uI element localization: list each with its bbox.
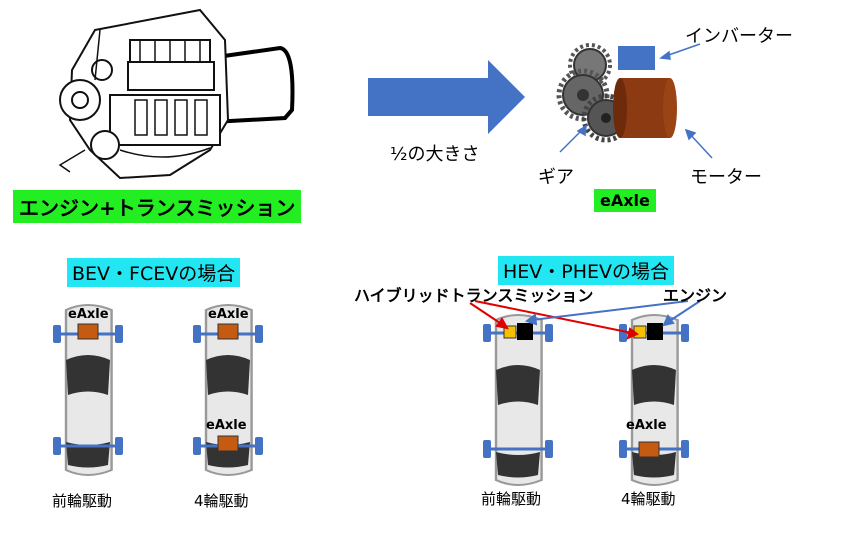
hev-car-front — [483, 314, 553, 486]
bev-car2-caption: 4輪駆動 — [194, 492, 249, 510]
motor-illustration — [613, 78, 677, 138]
hev-section-title: HEV・PHEVの場合 — [498, 256, 675, 285]
bev-car1-caption: 前輪駆動 — [52, 492, 113, 510]
eaxle-label: eAxle — [594, 189, 656, 212]
hev-engine-label: エンジン — [663, 286, 728, 305]
bev-car2-front-unit: eAxle — [208, 307, 249, 322]
hev-car-4wd — [619, 314, 689, 486]
hev-car2-caption: 4輪駆動 — [621, 490, 676, 508]
size-text: ½の大きさ — [390, 144, 480, 165]
motor-label: モーター — [690, 167, 762, 188]
hev-car1-caption: 前輪駆動 — [481, 490, 542, 508]
engine-label: エンジン+トランスミッション — [13, 190, 302, 223]
big-arrow — [368, 60, 525, 134]
gear-label: ギア — [538, 167, 574, 188]
inverter-box — [618, 46, 655, 70]
bev-section-title: BEV・FCEVの場合 — [67, 258, 241, 287]
bev-car2-rear-unit: eAxle — [206, 418, 247, 433]
bev-car1-front-unit: eAxle — [68, 307, 109, 322]
bev-car-front — [53, 304, 123, 476]
inverter-label: インバーター — [685, 26, 793, 47]
hev-car2-rear-unit: eAxle — [626, 418, 667, 433]
hybrid-transmission-label: ハイブリッドトランスミッション — [354, 286, 594, 305]
bev-car-4wd — [193, 304, 263, 476]
